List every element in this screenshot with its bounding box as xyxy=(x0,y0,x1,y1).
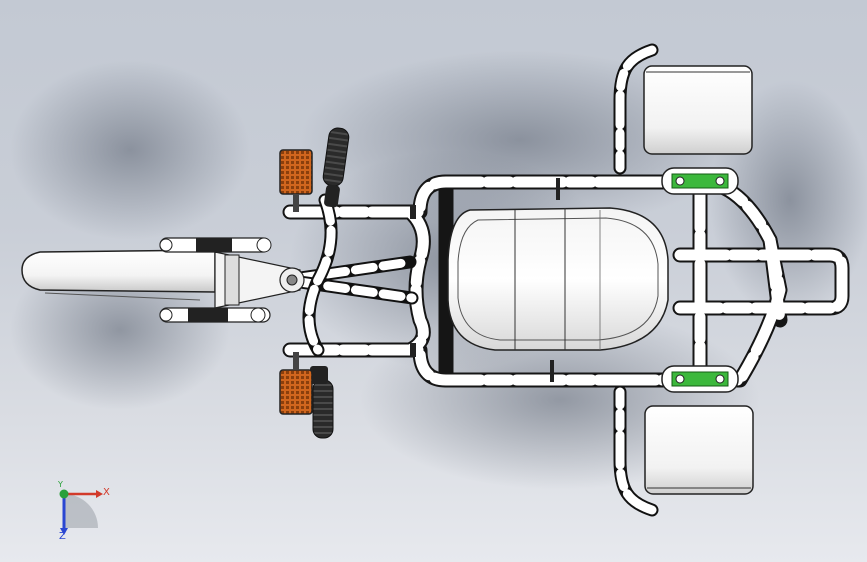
triad-z-label: Z xyxy=(59,531,66,542)
steering-linkage xyxy=(293,193,419,357)
coordinate-triad xyxy=(59,489,103,535)
triad-plane-icon xyxy=(64,494,98,528)
pedal-top[interactable] xyxy=(279,149,313,212)
seat[interactable] xyxy=(447,207,669,351)
rear-wheel-top[interactable] xyxy=(643,65,753,155)
handlebar-grip-bottom[interactable] xyxy=(310,366,334,439)
triad-x-label: X xyxy=(103,487,110,498)
rear-wheel-bottom[interactable] xyxy=(644,405,754,495)
handlebar-grip-top[interactable] xyxy=(322,127,350,208)
front-wheel[interactable] xyxy=(21,249,216,301)
front-fork xyxy=(159,237,305,323)
brake-caliper-bottom[interactable] xyxy=(661,365,739,393)
rear-fender-stays xyxy=(613,43,659,517)
y-axis-dot-icon xyxy=(59,489,69,499)
brake-caliper-top[interactable] xyxy=(661,167,739,195)
pedal-bottom[interactable] xyxy=(279,352,313,415)
frame-joint-markers xyxy=(410,178,560,382)
triad-y-label: Y xyxy=(58,480,63,489)
